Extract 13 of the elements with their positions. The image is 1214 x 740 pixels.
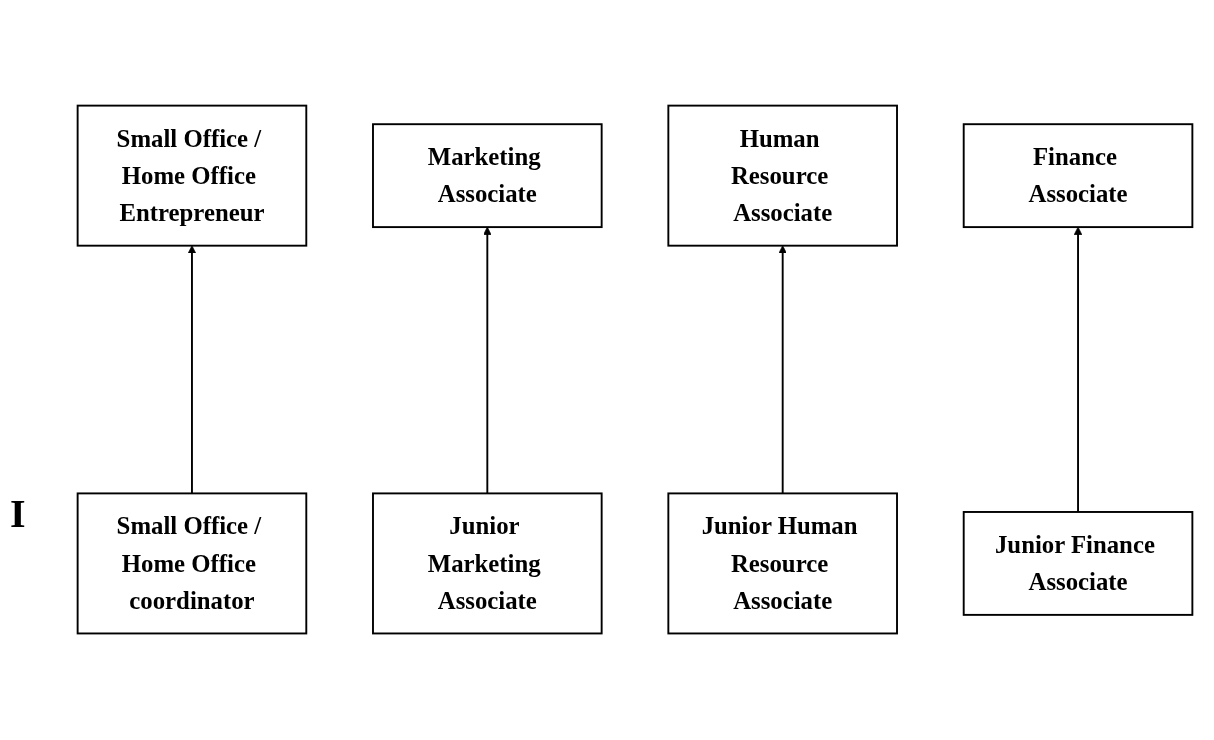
node-box: Human Resource Associate [667,105,898,248]
node-box: Small Office / Home Office coordinator [76,492,308,635]
arrow [483,227,492,495]
arrow [187,245,197,495]
node-box: Junior Marketing Associate [372,492,603,635]
arrow [1073,227,1083,514]
label-text: I [10,491,26,536]
node-box: Small Office / Home Office Entrepreneur [76,105,308,248]
node-box: Marketing Associate [372,123,603,229]
node-box: Junior Human Resource Associate [667,492,898,635]
arrow [778,245,787,495]
node-box: Finance Associate [962,123,1194,229]
node-box: Junior Finance Associate [962,511,1194,617]
